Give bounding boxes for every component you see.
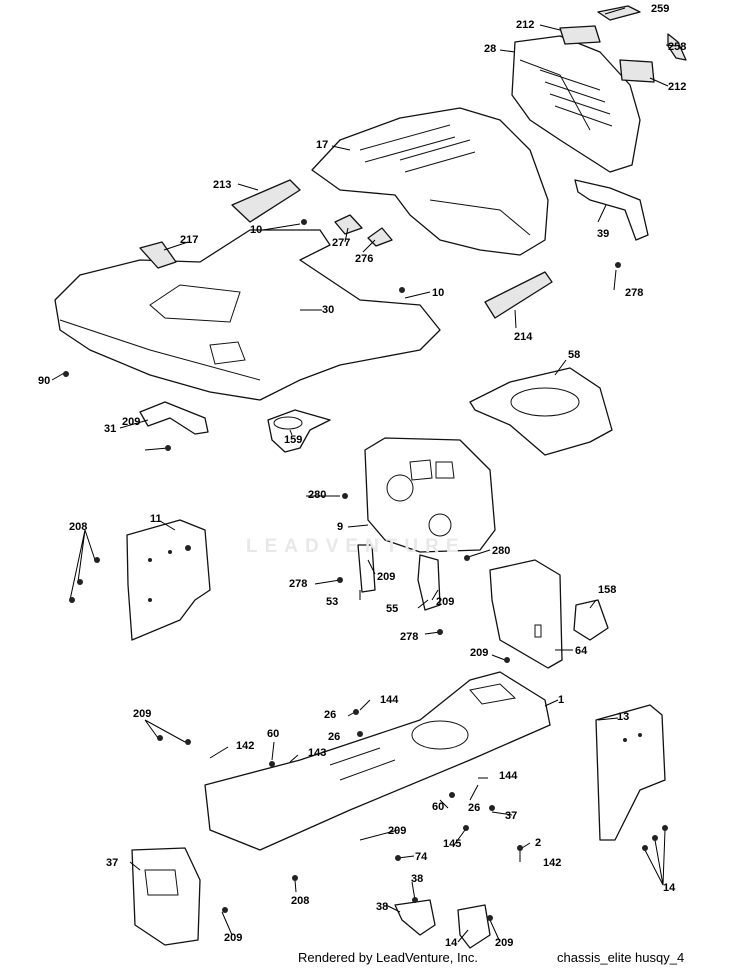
cover-217	[139, 241, 177, 269]
callout: 37	[505, 810, 517, 822]
footer-credit: Rendered by LeadVenture, Inc.	[298, 950, 478, 965]
callout: 278	[289, 578, 307, 590]
panel-213	[231, 179, 301, 223]
callout: 159	[284, 434, 302, 446]
dash-panel-9	[364, 437, 496, 553]
callout: 60	[432, 801, 444, 813]
callout: 13	[617, 711, 629, 723]
bracket-53	[357, 544, 376, 593]
callout: 55	[386, 603, 398, 615]
callout: 53	[326, 596, 338, 608]
part-158	[573, 599, 609, 641]
callout: 209	[470, 647, 488, 659]
callout: 209	[495, 937, 513, 949]
callout: 209	[133, 708, 151, 720]
bumper-2	[131, 847, 201, 946]
callout: 258	[668, 41, 686, 53]
hood-28	[511, 35, 641, 173]
callout: 14	[445, 937, 458, 949]
leader-lines	[51, 7, 677, 943]
bracket-38-right	[457, 904, 491, 949]
callout: 38	[411, 873, 423, 885]
fasteners	[63, 219, 668, 921]
callout: 209	[224, 932, 242, 944]
callout: 158	[598, 584, 616, 596]
callout: 60	[267, 728, 279, 740]
emblem-259	[597, 5, 641, 21]
callout: 213	[213, 179, 231, 191]
plate-13	[595, 704, 666, 841]
callout: 31	[104, 423, 116, 435]
callout: 17	[316, 139, 328, 151]
callout: 26	[324, 709, 336, 721]
bracket-39	[574, 179, 649, 241]
callout: 277	[332, 237, 350, 249]
callout: 259	[651, 3, 669, 15]
plate-64	[489, 559, 563, 669]
callout: 209	[388, 825, 406, 837]
callout: 38	[376, 901, 388, 913]
callout: 276	[355, 253, 373, 265]
plate-11	[126, 519, 211, 641]
callout: 74	[415, 851, 428, 863]
callout: 58	[568, 349, 580, 361]
watermark: LEADVENTURE	[246, 536, 466, 557]
bracket-31	[139, 401, 209, 435]
callout: 217	[180, 234, 198, 246]
callout: 11	[150, 513, 162, 525]
callout: 26	[468, 802, 480, 814]
callout: 209	[436, 596, 454, 608]
callout: 1	[558, 694, 564, 706]
callout: 2	[535, 837, 541, 849]
callout: 144	[380, 694, 399, 706]
callout: 14	[663, 882, 676, 894]
grille-212-right	[619, 59, 655, 83]
callout: 90	[38, 375, 50, 387]
callout: 278	[400, 631, 418, 643]
callout: 142	[236, 740, 254, 752]
clip-277	[334, 214, 363, 235]
panel-214	[484, 271, 553, 319]
callout: 9	[337, 521, 343, 533]
callout: 209	[377, 571, 395, 583]
callout: 212	[516, 19, 534, 31]
fender-30	[54, 229, 441, 401]
lens-258	[667, 33, 687, 61]
callout: 143	[308, 747, 326, 759]
callout: 278	[625, 287, 643, 299]
callout: 280	[308, 489, 326, 501]
cup-holder-159	[267, 409, 331, 453]
callout: 30	[322, 304, 334, 316]
hood-17	[311, 107, 549, 256]
callout: 142	[543, 857, 561, 869]
callout: 28	[484, 43, 496, 55]
callout: 214	[514, 331, 533, 343]
diagram-id: chassis_elite husqy_4	[557, 950, 685, 965]
bracket-38-left	[394, 899, 436, 936]
callout: 10	[432, 287, 444, 299]
callout: 26	[328, 731, 340, 743]
callout: 280	[492, 545, 510, 557]
callout: 209	[122, 416, 140, 428]
callout: 37	[106, 857, 118, 869]
frame-1	[204, 671, 551, 851]
callout: 10	[250, 224, 262, 236]
callout: 145	[443, 838, 461, 850]
callout: 208	[291, 895, 309, 907]
callout: 208	[69, 521, 87, 533]
dash-base-58	[469, 367, 613, 456]
callout: 212	[668, 81, 686, 93]
callout-labels: 259 212 258 28 212 17 213 10 277 276 39 …	[38, 3, 686, 949]
callout: 64	[575, 645, 588, 657]
grille-212-left	[559, 25, 601, 45]
callout: 144	[499, 770, 518, 782]
callout: 39	[597, 228, 609, 240]
